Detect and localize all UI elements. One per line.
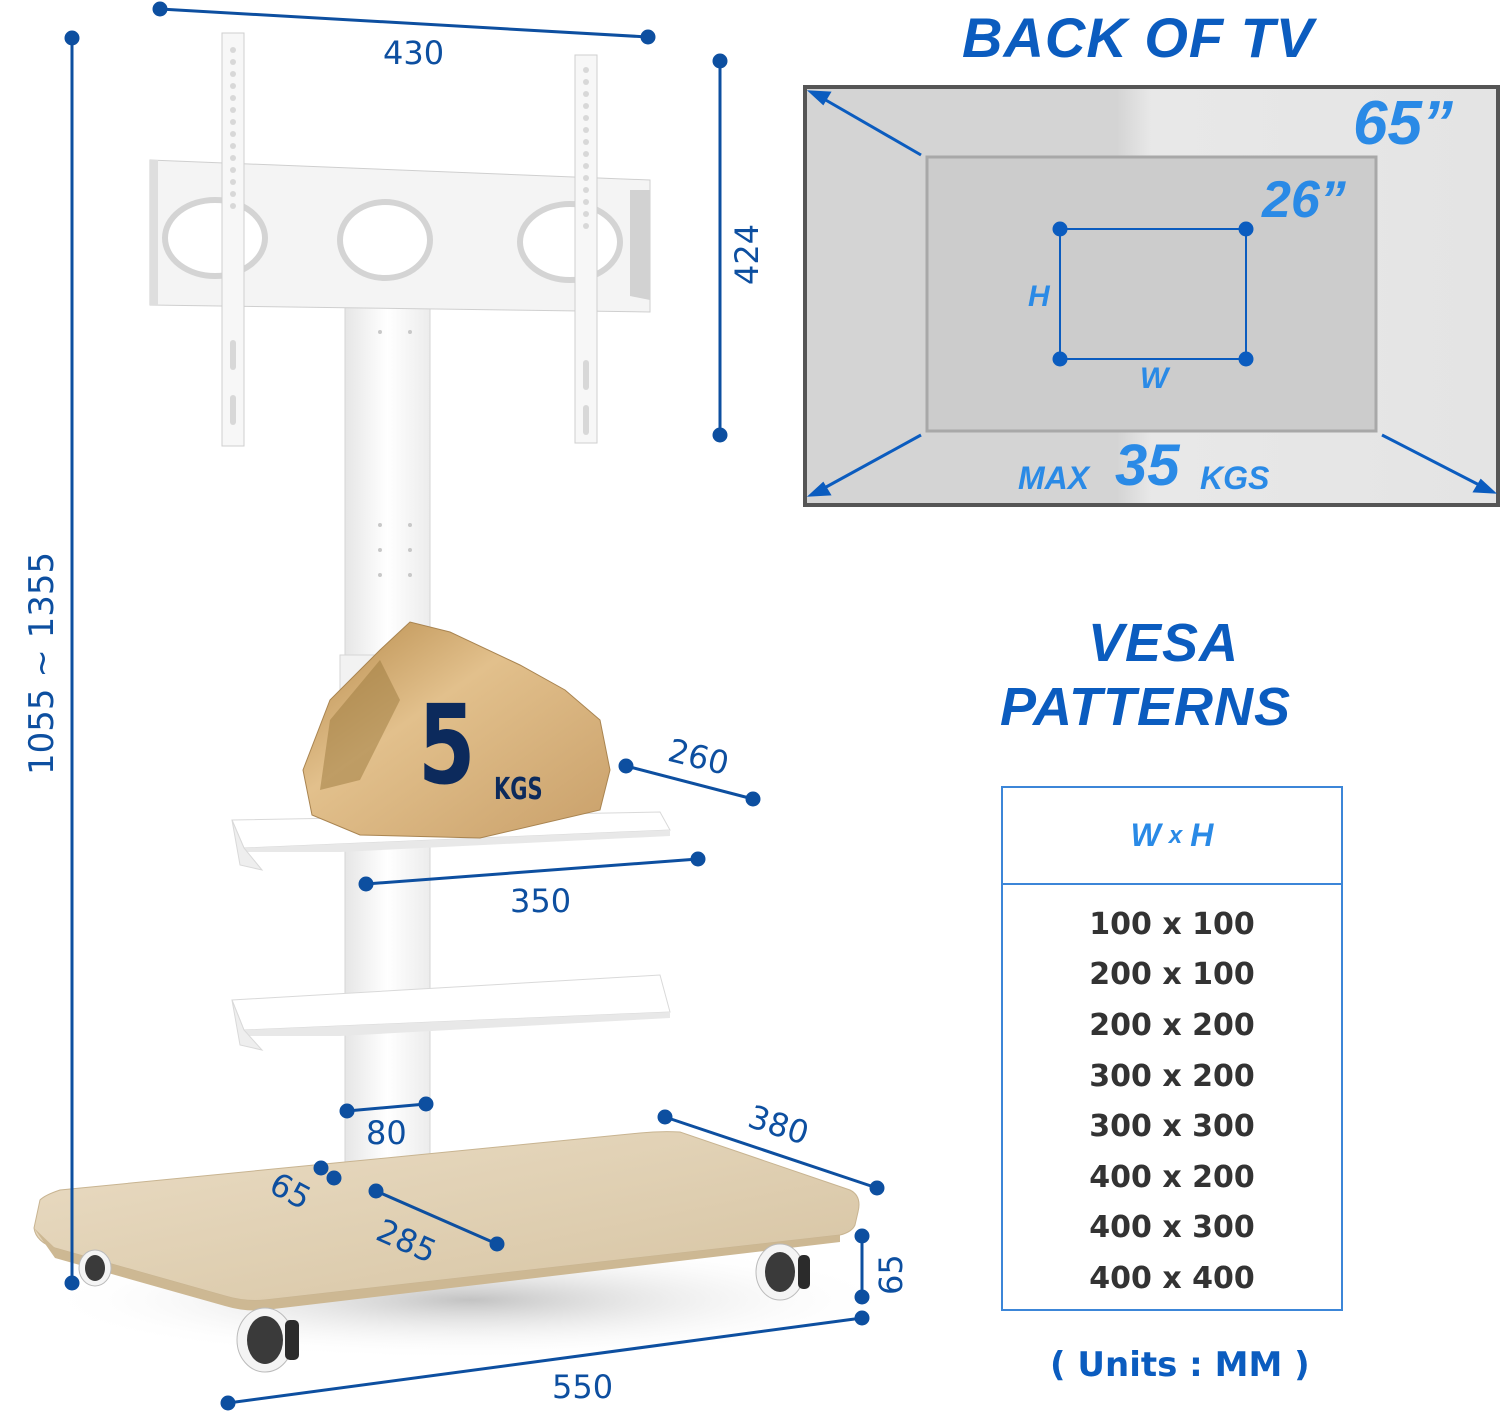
- header-w: W: [1130, 817, 1161, 853]
- vesa-w-label: W: [1140, 362, 1169, 395]
- dim-pole-width: 80: [366, 1114, 407, 1152]
- rock-weight: [302, 621, 611, 839]
- dim-bracket-height: 424: [728, 223, 766, 285]
- header-x: x: [1168, 821, 1183, 849]
- header-h: H: [1190, 817, 1214, 853]
- vesa-title-line2: PATTERNS: [1000, 677, 1291, 737]
- vesa-row: 400 x 200: [1089, 1159, 1255, 1195]
- vesa-patterns-table: W x H 100 x 100 200 x 100 200 x 200 300 …: [1001, 786, 1343, 1311]
- pole-holes: [378, 330, 412, 577]
- vesa-row: 200 x 200: [1089, 1007, 1255, 1043]
- tv-max-size: 65”: [1353, 89, 1453, 158]
- shelf-load-value: 5: [418, 681, 476, 809]
- dim-base-height: 65: [872, 1254, 910, 1295]
- vesa-title-line1: VESA: [1088, 613, 1240, 673]
- vesa-table-body: 100 x 100 200 x 100 200 x 200 300 x 200 …: [1003, 885, 1341, 1304]
- max-weight-value: 35: [1115, 433, 1180, 498]
- dim-shelf-width: 350: [510, 882, 572, 920]
- mount-bracket: [149, 32, 651, 447]
- vesa-row: 400 x 300: [1089, 1210, 1255, 1246]
- lower-shelf: [231, 974, 671, 1051]
- tv-min-size: 26”: [1262, 171, 1346, 229]
- max-weight-unit: KGS: [1200, 460, 1270, 496]
- dim-base-width: 550: [552, 1368, 614, 1406]
- tv-outline-26: [925, 155, 1378, 433]
- casters: [78, 1243, 810, 1373]
- back-of-tv-diagram: [803, 85, 1500, 507]
- wooden-base: [33, 1131, 860, 1311]
- vesa-row: 400 x 400: [1089, 1260, 1255, 1296]
- vesa-row: 300 x 300: [1089, 1109, 1255, 1145]
- vesa-table-header: W x H: [1003, 788, 1341, 885]
- max-weight-prefix: MAX: [1018, 460, 1090, 496]
- vesa-row: 200 x 100: [1089, 957, 1255, 993]
- vesa-row: 300 x 200: [1089, 1058, 1255, 1094]
- back-of-tv-title: BACK OF TV: [962, 6, 1315, 69]
- dimension-lines: [64, 1, 885, 1411]
- dim-total-height: 1055 ~ 1355: [22, 551, 62, 775]
- vesa-h-label: H: [1028, 280, 1050, 313]
- dim-bracket-width: 430: [383, 34, 445, 72]
- units-note: ( Units : MM ): [1050, 1345, 1310, 1385]
- vesa-row: 100 x 100: [1089, 906, 1255, 942]
- shelf-load-unit: KGS: [494, 772, 543, 807]
